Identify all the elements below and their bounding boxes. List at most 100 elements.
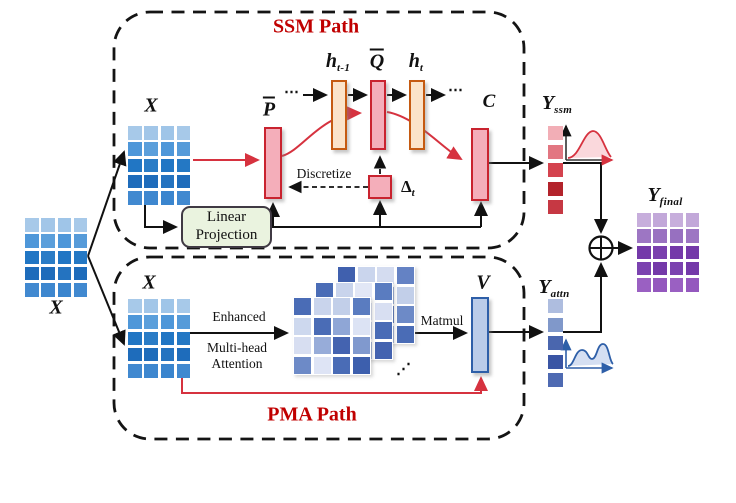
matrix-cell (25, 283, 39, 297)
vector-cell (548, 181, 563, 196)
matrix-cell (160, 126, 175, 140)
matrix-cell (128, 191, 142, 205)
matrix-cell (333, 298, 351, 315)
matrix-cell (374, 341, 392, 359)
matrix-cell (357, 267, 375, 284)
vector-cell (548, 126, 563, 140)
matrix-cell (669, 229, 684, 243)
matrix-cell (73, 266, 88, 281)
matrix-cell (41, 266, 55, 281)
q-bar-label: Q (369, 48, 385, 73)
matrix-cell (333, 356, 351, 374)
matrix-cell (176, 126, 191, 140)
discretize-dashed-arrows (288, 155, 387, 194)
vector-cell (548, 299, 563, 313)
matrix-cell (144, 331, 158, 346)
matrix-cell (176, 158, 191, 173)
y-final-label: Yfinal (647, 184, 683, 208)
matrix-cell (57, 283, 72, 297)
matrix-cell (160, 364, 175, 378)
matrix-cell (685, 261, 700, 276)
matrix-cell (128, 299, 142, 313)
ssm-path-title: SSM Path (272, 15, 360, 38)
vector-cell (548, 336, 563, 351)
matrix-cell (176, 142, 191, 156)
matrix-cell (333, 317, 351, 335)
matrix-cell (653, 213, 667, 227)
matrix-cell (160, 142, 175, 156)
matrix-cell (144, 299, 158, 313)
matrix-cell (176, 174, 191, 189)
vector-cell (548, 163, 563, 178)
linear-projection-label-line1: Linear (206, 209, 247, 226)
matrix-cell (57, 250, 72, 265)
matrix-cell (128, 126, 142, 140)
matrix-cell (160, 174, 175, 189)
matrix-cell (335, 283, 353, 300)
matrix-cell (128, 142, 142, 156)
ellipsis-attention-stack: ⋰ (396, 361, 412, 378)
matrix-cell (128, 331, 142, 346)
matrix-cell (396, 325, 414, 343)
matrix-cell (685, 278, 700, 292)
ellipsis-after-ht: ⋯ (448, 82, 464, 99)
matrix-cell (41, 218, 55, 232)
matrix-cell (41, 234, 55, 248)
matrix-cell (653, 278, 667, 292)
h-t-label: ht (408, 50, 424, 74)
delta-t-label: Δt (400, 177, 416, 199)
matrix-cell (25, 218, 39, 232)
circled-plus-icon (588, 235, 614, 261)
matrix-cell (160, 347, 175, 362)
p-bar-block (264, 127, 282, 199)
matrix-cell (144, 142, 158, 156)
vector-cell (548, 144, 563, 159)
matrix-cell (313, 337, 331, 355)
v-label: V (476, 271, 490, 294)
matrix-cell (144, 158, 158, 173)
matrix-cell (160, 299, 175, 313)
matrix-cell (352, 317, 370, 335)
matrix-cell (57, 218, 72, 232)
vector-cell (548, 373, 563, 388)
matrix-cell (653, 261, 667, 276)
matrix-cell (313, 356, 331, 374)
h-prev-label: ht-1 (325, 50, 351, 74)
fusion-wiring (563, 162, 633, 333)
matrix-cell (176, 364, 191, 378)
matrix-cell (176, 347, 191, 362)
ssm-distribution-icon (560, 124, 614, 166)
h-t-block (409, 80, 425, 150)
matrix-cell (128, 347, 142, 362)
matrix-cell (316, 283, 333, 300)
c-label: C (482, 91, 496, 112)
matrix-cell (653, 245, 667, 260)
matrix-cell (128, 158, 142, 173)
matrix-cell (377, 267, 395, 284)
matrix-cell (352, 298, 370, 315)
matrix-cell (669, 245, 684, 260)
matrix-cell (73, 218, 88, 232)
matrix-cell (669, 213, 684, 227)
y-attn-label: Yattn (538, 276, 570, 300)
matrix-cell (313, 317, 331, 335)
matrix-cell (685, 229, 700, 243)
matrix-cell (73, 234, 88, 248)
ssm-path-dashed-box (112, 10, 526, 250)
matrix-cell (338, 267, 355, 284)
y-ssm-vector (548, 126, 563, 215)
matrix-cell (685, 245, 700, 260)
matrix-cell (41, 250, 55, 265)
vector-cell (548, 200, 563, 215)
matrix-cell (355, 283, 373, 300)
matrix-cell (160, 158, 175, 173)
matrix-cell (396, 267, 414, 284)
matrix-cell (374, 322, 392, 340)
matrix-cell (653, 229, 667, 243)
pma-wiring (181, 325, 544, 394)
matrix-cell (144, 347, 158, 362)
attention-map-front (293, 297, 371, 375)
matrix-cell (294, 337, 311, 355)
matrix-cell (176, 299, 191, 313)
matrix-cell (637, 261, 651, 276)
